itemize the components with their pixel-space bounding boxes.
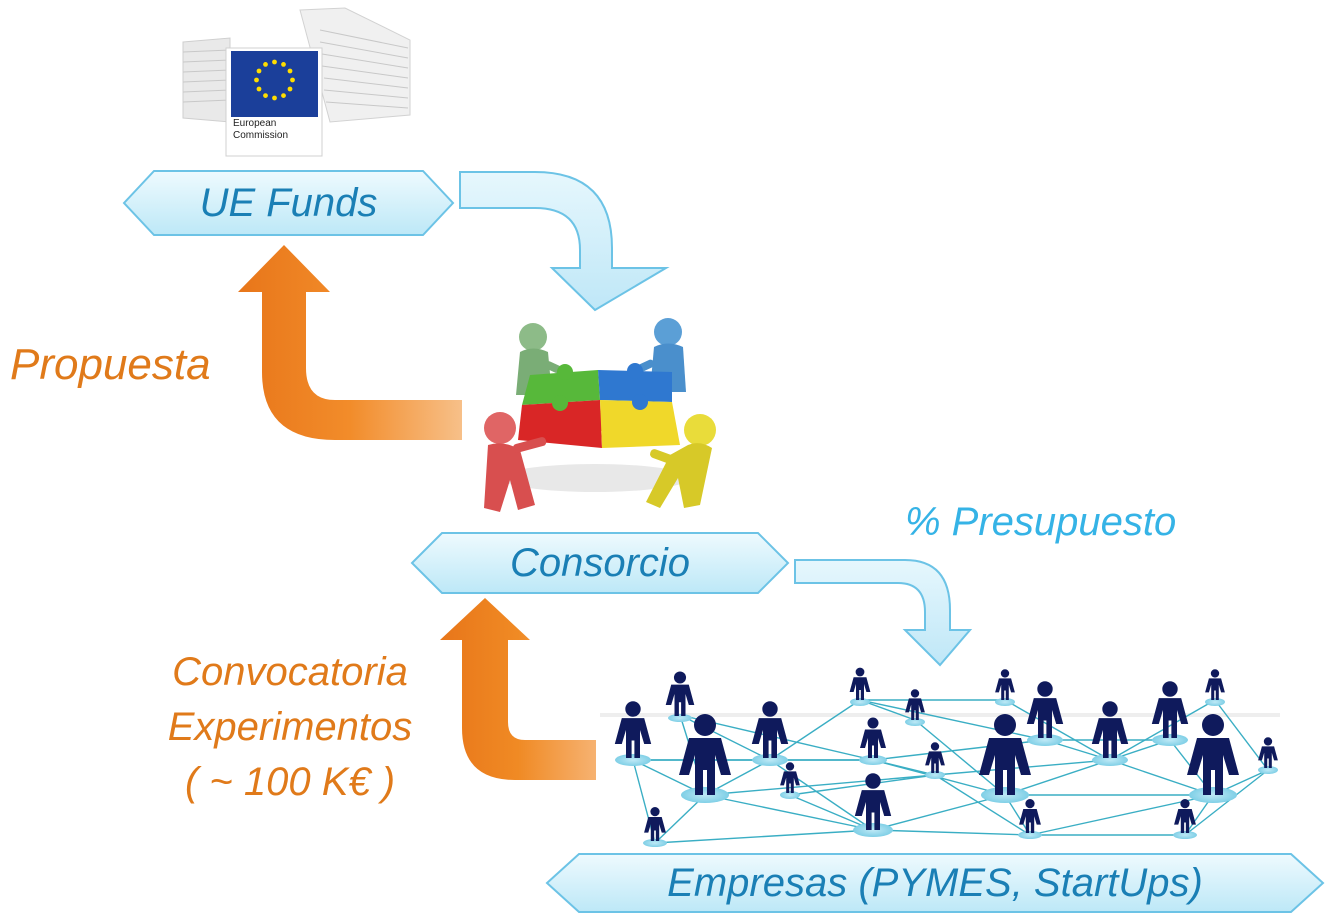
logo-text: European Commission (233, 118, 321, 142)
person-icon (1026, 681, 1064, 738)
convocatoria-line2: Experimentos (167, 705, 413, 749)
puzzle-team-illustration (484, 318, 716, 512)
people-network-illustration (600, 667, 1280, 847)
person-icon (995, 669, 1015, 700)
person-icon (1151, 681, 1189, 738)
propuesta-label: Propuesta (10, 340, 211, 389)
person-icon (1258, 737, 1278, 768)
ue-funds-label: UE Funds (199, 180, 378, 225)
banner-shape (410, 532, 790, 594)
person-icon (780, 762, 800, 793)
consorcio-node: Consorcio (410, 531, 790, 595)
flow-arrow-funds-to-consorcio (459, 171, 670, 312)
person-icon (751, 701, 789, 758)
logo-text-line1: European (233, 118, 277, 129)
ue-funds-node: UE Funds (122, 169, 455, 237)
person-icon (860, 717, 886, 758)
banner-shape (545, 853, 1325, 913)
logo-text-line2: Commission (233, 130, 289, 141)
presupuesto-label: % Presupuesto (905, 500, 1177, 544)
puzzle-pieces-icon (518, 363, 680, 448)
return-arrow-convocatoria (440, 598, 596, 780)
network-nodes (615, 698, 1278, 847)
convocatoria-line1: Convocatoria (172, 650, 408, 694)
person-icon (979, 714, 1031, 795)
person-icon (644, 806, 666, 841)
empresas-label: Empresas (PYMES, StartUps) (667, 860, 1203, 905)
person-icon (1091, 701, 1129, 758)
european-commission-logo (182, 7, 411, 157)
empresas-node: Empresas (PYMES, StartUps) (545, 852, 1325, 914)
building-icon (182, 7, 411, 123)
person-icon (1205, 669, 1225, 700)
consorcio-label: Consorcio (509, 540, 691, 585)
red-person-icon (484, 412, 547, 512)
flow-arrow-consorcio-to-empresas (794, 559, 973, 667)
person-icon (1187, 714, 1239, 795)
convocatoria-label: Convocatoria Experimentos ( ~ 100 K€ ) (140, 645, 440, 810)
yellow-person-icon (646, 414, 716, 508)
convocatoria-line3: ( ~ 100 K€ ) (184, 760, 396, 804)
person-icon (665, 671, 695, 716)
return-arrow-propuesta (238, 245, 462, 440)
person-icon (1019, 798, 1041, 833)
person-icon (849, 667, 871, 700)
person-icon (925, 742, 945, 773)
eu-stars-icon (254, 59, 295, 101)
person-icons (614, 667, 1278, 841)
person-icon (1174, 798, 1196, 833)
person-icon (679, 714, 731, 795)
person-icon (905, 689, 925, 720)
person-icon (854, 773, 892, 830)
person-icon (614, 701, 652, 758)
banner-shape (122, 170, 455, 236)
